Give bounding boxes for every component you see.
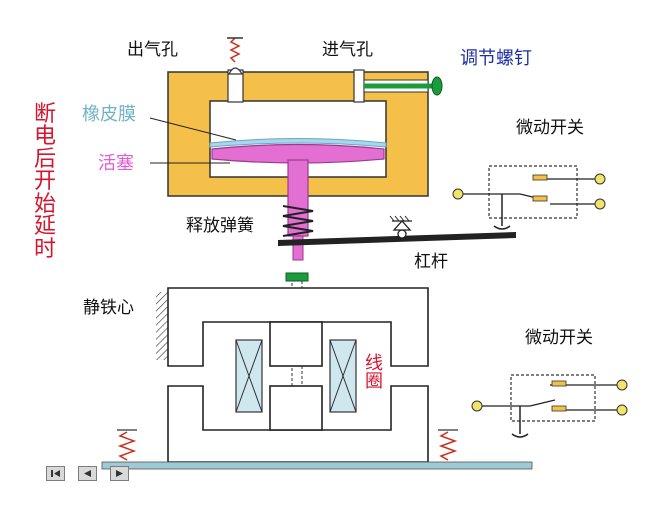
coil-label: 线 圈 — [365, 353, 383, 393]
title-char: 电 — [34, 124, 57, 150]
adjustment-screw[interactable] — [364, 76, 443, 96]
micro-switch-top-label: 微动开关 — [516, 118, 584, 138]
base-plate — [101, 461, 533, 470]
title-char: 断 — [34, 102, 57, 127]
first-icon — [51, 470, 60, 477]
title-char: 始 — [34, 191, 57, 217]
title-char: 开 — [34, 169, 57, 195]
micro-switch-bottom-label: 微动开关 — [525, 328, 593, 348]
outlet-valve — [227, 37, 244, 75]
adjust-screw-label: 调节螺钉 — [460, 48, 532, 69]
micro-switch-top — [452, 165, 606, 230]
outlet-label: 出气孔 — [127, 40, 178, 60]
inlet-label: 进气孔 — [322, 40, 373, 60]
lever — [278, 215, 516, 246]
title-char: 延 — [34, 214, 57, 240]
prev-slide-button[interactable] — [78, 466, 97, 481]
coil — [235, 339, 357, 413]
static-core-label: 静铁心 — [83, 298, 134, 318]
next-slide-button[interactable] — [110, 466, 129, 481]
title-char: 后 — [34, 146, 57, 172]
first-slide-button[interactable] — [46, 466, 65, 481]
right-return-spring — [438, 429, 458, 461]
next-icon — [116, 470, 123, 477]
prev-icon — [84, 470, 91, 477]
diaphragm-label: 橡皮膜 — [82, 104, 136, 125]
title-char: 时 — [34, 236, 57, 262]
release-spring-label: 释放弹簧 — [186, 216, 254, 236]
diagram-title: 断 电 后 开 始 延 时 — [34, 102, 57, 262]
micro-switch-bottom — [471, 374, 628, 438]
coil-char: 圈 — [365, 371, 383, 393]
piston-label: 活塞 — [98, 153, 134, 174]
leader-lines — [149, 117, 237, 164]
left-return-spring — [117, 429, 137, 461]
static-core — [156, 287, 429, 463]
coil-char: 线 — [365, 353, 383, 374]
release-spring — [282, 205, 314, 237]
lever-label: 杠杆 — [414, 252, 448, 272]
rubber-diaphragm — [209, 138, 387, 148]
